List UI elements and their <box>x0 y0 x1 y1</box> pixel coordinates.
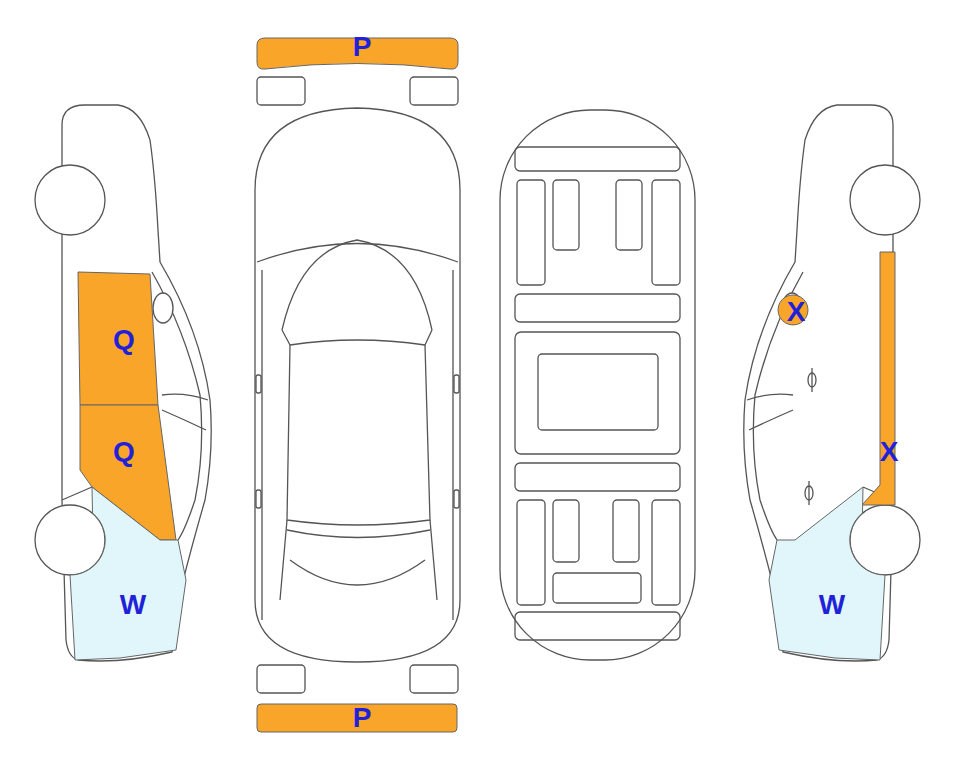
region-fill <box>78 272 158 405</box>
spot-region: X <box>777 294 809 326</box>
pillar-region: X <box>860 250 897 508</box>
damage-code: X <box>880 438 899 466</box>
region-fill <box>862 252 895 505</box>
region-fill <box>769 487 885 660</box>
fender-region: W <box>66 484 188 664</box>
region-shape <box>66 484 188 664</box>
bumper-region: P <box>255 36 460 72</box>
fender-region: W <box>767 484 889 664</box>
damage-code: Q <box>113 326 135 354</box>
damage-code: P <box>353 33 372 61</box>
door-region: Q <box>76 270 164 407</box>
bumper-region: P <box>255 702 460 734</box>
damage-code: W <box>120 591 146 619</box>
damage-code: Q <box>113 438 135 466</box>
damage-code: P <box>353 704 372 732</box>
damage-code: W <box>819 591 845 619</box>
region-shape <box>767 484 889 664</box>
region-fill <box>70 487 186 660</box>
damage-code: X <box>787 298 806 326</box>
region-fill <box>257 704 457 732</box>
region-shape <box>860 250 897 508</box>
